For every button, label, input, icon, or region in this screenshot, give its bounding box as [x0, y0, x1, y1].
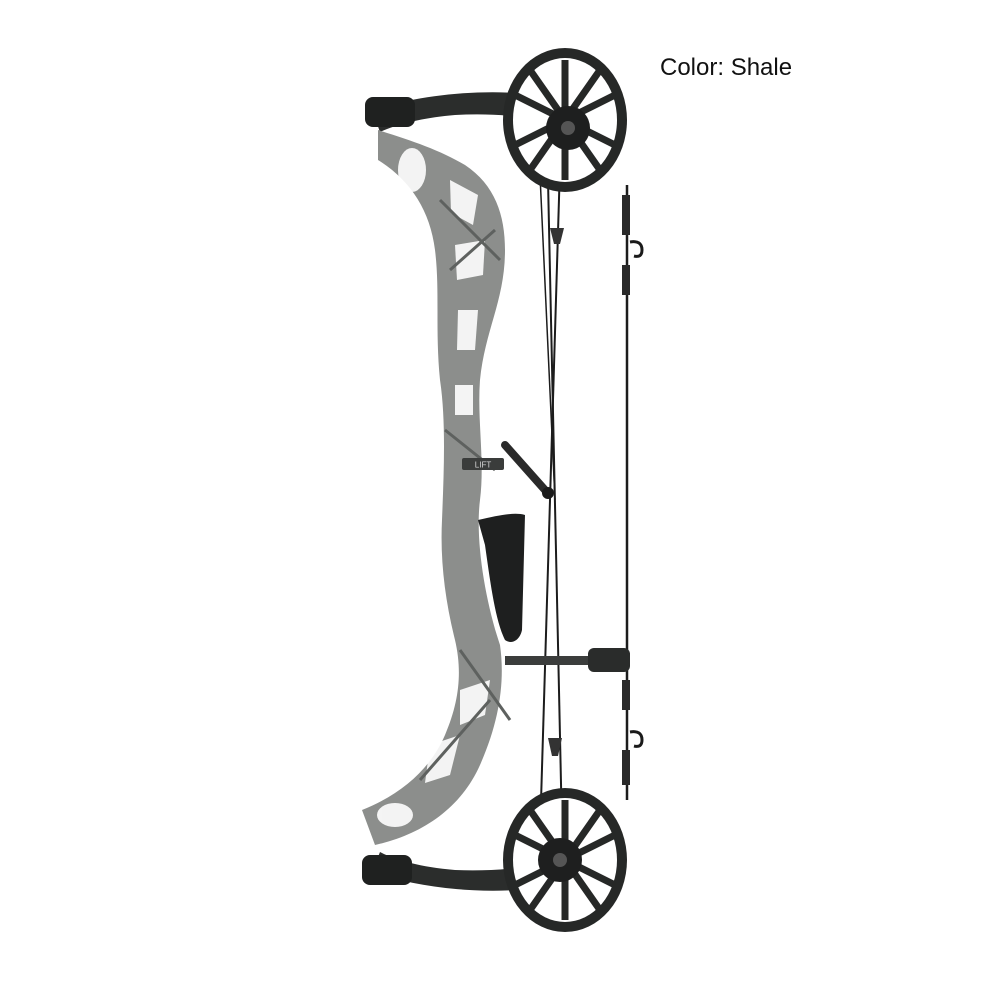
bow-strings: [539, 164, 629, 836]
string-loop-bottom: [629, 730, 644, 748]
riser-marking-badge: [462, 458, 504, 470]
cable-slide-bottom: [548, 738, 562, 756]
string-loop-top: [629, 240, 644, 258]
riser-marking: LIFT: [475, 461, 492, 470]
grip: [478, 513, 525, 642]
string-accessories: [548, 195, 644, 785]
top-cam: [503, 48, 627, 192]
cable-b: [539, 164, 561, 836]
color-label: Color: Shale: [660, 54, 793, 81]
cable-guard: [501, 441, 554, 499]
bottom-cam: [503, 788, 627, 932]
cable-a: [547, 179, 563, 831]
string-stop: [505, 648, 630, 672]
cable-slide-top: [550, 228, 564, 244]
riser: LIFT: [362, 130, 512, 845]
cable-c: [539, 174, 556, 501]
